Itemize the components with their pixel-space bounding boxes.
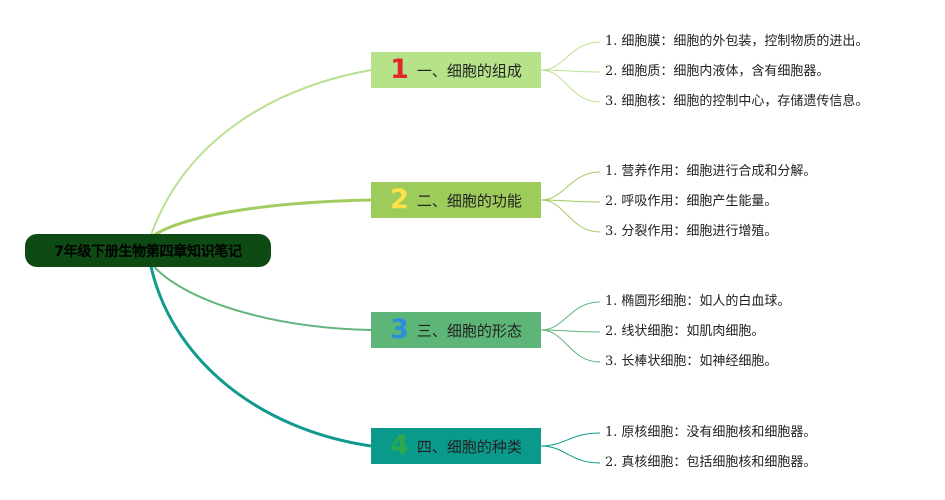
branch-title: 二、细胞的功能 <box>416 191 522 210</box>
leaf-connector <box>540 432 601 447</box>
branch-node-types[interactable]: 4 四、细胞的种类 <box>371 428 541 464</box>
leaf-text: 细胞质：细胞内液体，含有细胞器。 <box>621 64 830 79</box>
leaf-connector <box>540 445 601 464</box>
leaf-item[interactable]: 3.长棒状细胞：如神经细胞。 <box>605 354 777 370</box>
leaf-connector <box>540 329 601 333</box>
leaf-item[interactable]: 1.椭圆形细胞：如人的白血球。 <box>605 294 790 310</box>
leaf-text: 细胞膜：细胞的外包装，控制物质的进出。 <box>621 34 869 49</box>
leaf-connector <box>540 171 601 201</box>
leaf-index: 1. <box>605 164 618 179</box>
leaf-connector <box>540 41 601 71</box>
leaf-connector <box>540 69 601 73</box>
leaf-index: 3. <box>605 354 618 369</box>
leaf-text: 线状细胞：如肌肉细胞。 <box>621 324 765 339</box>
root-connector <box>149 198 372 240</box>
leaf-connector <box>540 69 601 103</box>
leaf-index: 1. <box>605 34 618 49</box>
leaf-item[interactable]: 2.细胞质：细胞内液体，含有细胞器。 <box>605 64 829 80</box>
leaf-text: 呼吸作用：细胞产生能量。 <box>621 194 778 209</box>
leaf-index: 2. <box>605 194 618 209</box>
leaf-connector <box>540 199 601 233</box>
leaf-item[interactable]: 2.真核细胞：包括细胞核和细胞器。 <box>605 455 816 471</box>
leaf-index: 2. <box>605 64 618 79</box>
leaf-index: 2. <box>605 324 618 339</box>
leaf-index: 1. <box>605 294 618 309</box>
leaf-text: 分裂作用：细胞进行增殖。 <box>621 224 778 239</box>
branch-number: 4 <box>390 430 409 461</box>
leaf-text: 椭圆形细胞：如人的白血球。 <box>621 294 791 309</box>
leaf-text: 营养作用：细胞进行合成和分解。 <box>621 164 817 179</box>
root-connector <box>148 261 372 448</box>
branch-title: 四、细胞的种类 <box>416 437 522 456</box>
leaf-item[interactable]: 1.原核细胞：没有细胞核和细胞器。 <box>605 425 816 441</box>
leaf-index: 3. <box>605 224 618 239</box>
branch-number: 2 <box>390 184 409 215</box>
branch-node-function[interactable]: 2 二、细胞的功能 <box>371 182 541 218</box>
branch-number: 3 <box>390 314 409 345</box>
leaf-connector <box>540 301 601 331</box>
branch-title: 三、细胞的形态 <box>416 321 522 340</box>
leaf-index: 2. <box>605 455 618 470</box>
leaf-text: 真核细胞：包括细胞核和细胞器。 <box>621 455 817 470</box>
branch-title: 一、细胞的组成 <box>416 61 522 80</box>
leaf-index: 3. <box>605 94 618 109</box>
leaf-item[interactable]: 2.呼吸作用：细胞产生能量。 <box>605 194 777 210</box>
leaf-connector <box>540 199 601 203</box>
leaf-index: 1. <box>605 425 618 440</box>
branch-number: 1 <box>390 54 409 85</box>
leaf-text: 原核细胞：没有细胞核和细胞器。 <box>621 425 817 440</box>
leaf-item[interactable]: 3.细胞核：细胞的控制中心，存储遗传信息。 <box>605 94 868 110</box>
leaf-item[interactable]: 2.线状细胞：如肌肉细胞。 <box>605 324 764 340</box>
branch-node-morphology[interactable]: 3 三、细胞的形态 <box>371 312 541 348</box>
leaf-connector <box>540 329 601 363</box>
leaf-item[interactable]: 3.分裂作用：细胞进行增殖。 <box>605 224 777 240</box>
leaf-text: 长棒状细胞：如神经细胞。 <box>621 354 778 369</box>
leaf-item[interactable]: 1.细胞膜：细胞的外包装，控制物质的进出。 <box>605 34 868 50</box>
leaf-item[interactable]: 1.营养作用：细胞进行合成和分解。 <box>605 164 816 180</box>
root-connector <box>149 69 372 239</box>
root-node[interactable]: 7年级下册生物第四章知识笔记 <box>25 234 271 267</box>
leaf-text: 细胞核：细胞的控制中心，存储遗传信息。 <box>621 94 869 109</box>
root-title: 7年级下册生物第四章知识笔记 <box>54 243 242 260</box>
root-connector <box>149 261 372 331</box>
branch-node-composition[interactable]: 1 一、细胞的组成 <box>371 52 541 88</box>
